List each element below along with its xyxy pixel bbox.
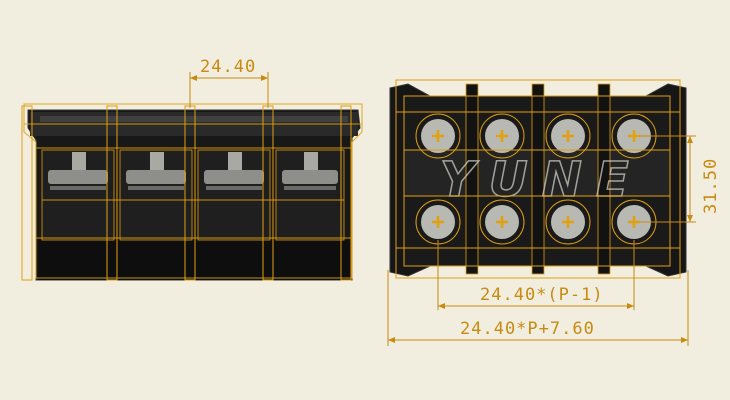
total-span-label: 24.40*P+7.60 [460,319,595,339]
screw-top-1 [415,113,461,159]
watermark-logo: YUNE [440,152,643,208]
side-terminal-3 [197,149,271,241]
screw-bottom-2 [479,199,525,245]
side-terminal-4 [275,149,345,241]
screw-row-bottom [415,199,657,245]
screw-row-top [415,113,657,159]
side-terminal-2 [119,149,193,241]
pitch-dimension: 24.40 [189,57,269,108]
inner-span-dimension: 24.40*(P-1) [437,240,635,310]
side-terminal-1 [41,149,115,241]
screw-bottom-1 [415,199,461,245]
top-view: YUNE 31.50 24.40*(P-1) [387,79,721,346]
screw-bottom-3 [545,199,591,245]
inner-span-label: 24.40*(P-1) [480,285,604,305]
height-label: 31.50 [701,158,721,214]
side-view-base [38,240,350,280]
top-view-barriers [465,83,611,275]
top-view-outline [395,79,681,279]
height-dimension: 31.50 [640,135,721,223]
screw-top-2 [479,113,525,159]
screw-top-3 [545,113,591,159]
side-view-terminals [41,149,345,241]
side-view-outline [23,103,363,279]
side-view: 24.40 [21,57,363,281]
pitch-label: 24.40 [200,57,256,77]
total-span-dimension: 24.40*P+7.60 [387,270,689,346]
